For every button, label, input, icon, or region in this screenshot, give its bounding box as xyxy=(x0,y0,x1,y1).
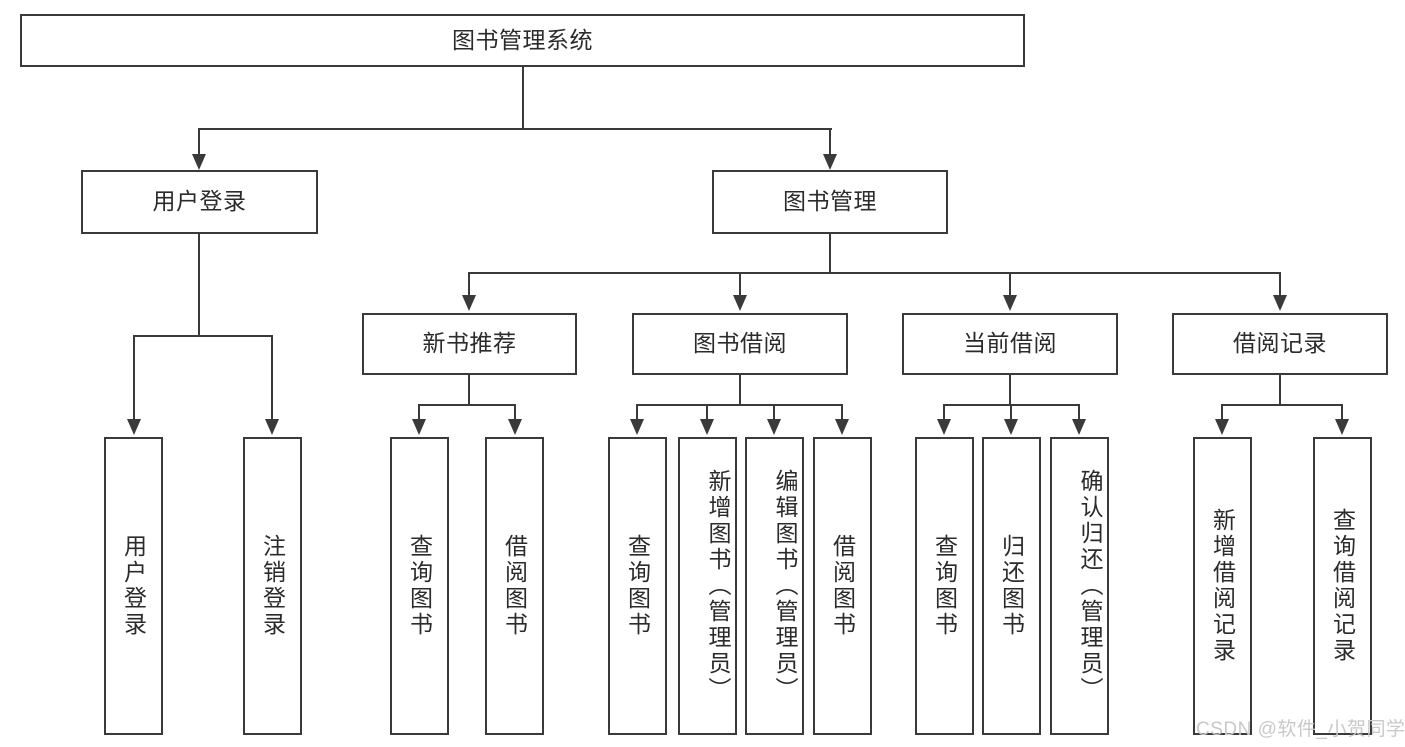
connector-user-login-to-leaf-logout xyxy=(271,335,273,421)
arrow-down-icon xyxy=(767,419,781,435)
connector-new-book-rec-trunk xyxy=(468,375,470,404)
node-label: 新增图书（管理员） xyxy=(705,469,731,703)
leaf-logout[interactable]: 注销登录 xyxy=(243,437,302,735)
leaf-add-book-admin[interactable]: 新增图书（管理员） xyxy=(678,437,737,735)
connector-book-manage-to-new-book-rec xyxy=(468,272,470,297)
connector-book-borrow-to-add xyxy=(706,404,708,421)
node-label: 新增借阅记录 xyxy=(1209,508,1236,664)
node-current-borrow[interactable]: 当前借阅 xyxy=(902,313,1118,375)
connector-borrow-record-to-query xyxy=(1341,404,1343,421)
arrow-down-icon xyxy=(265,419,279,435)
arrow-down-icon xyxy=(1003,295,1017,311)
arrow-down-icon xyxy=(835,419,849,435)
arrow-down-icon xyxy=(700,419,714,435)
node-label: 图书借阅 xyxy=(693,330,787,357)
connector-root-to-book-manage xyxy=(829,128,831,156)
arrow-down-icon xyxy=(462,295,476,311)
connector-borrow-record-trunk xyxy=(1279,375,1281,404)
node-label: 用户登录 xyxy=(152,188,247,215)
node-label: 查询借阅记录 xyxy=(1329,508,1356,664)
arrow-down-icon xyxy=(1004,419,1018,435)
connector-current-borrow-to-confirm xyxy=(1078,404,1080,421)
node-user-login[interactable]: 用户登录 xyxy=(81,170,318,234)
connector-book-borrow-to-borrow xyxy=(841,404,843,421)
connector-current-borrow-to-return xyxy=(1010,404,1012,421)
connector-book-borrow-to-edit xyxy=(773,404,775,421)
arrow-down-icon xyxy=(1335,419,1349,435)
connector-borrow-record-to-add xyxy=(1221,404,1223,421)
connector-root-to-user-login xyxy=(198,128,200,156)
node-label: 图书管理 xyxy=(783,188,877,215)
node-label: 归还图书 xyxy=(998,534,1025,638)
leaf-query-borrow-record[interactable]: 查询借阅记录 xyxy=(1313,437,1372,735)
node-root-system[interactable]: 图书管理系统 xyxy=(20,14,1025,67)
arrow-down-icon xyxy=(127,419,141,435)
leaf-confirm-return-admin[interactable]: 确认归还（管理员） xyxy=(1050,437,1109,735)
connector-root-trunk xyxy=(522,67,524,128)
node-label: 图书管理系统 xyxy=(452,26,593,53)
leaf-edit-book-admin[interactable]: 编辑图书（管理员） xyxy=(745,437,804,735)
leaf-query-book-current[interactable]: 查询图书 xyxy=(915,437,974,735)
node-label: 注销登录 xyxy=(259,534,286,638)
connector-user-login-to-leaf-login xyxy=(133,335,135,421)
node-label: 确认归还（管理员） xyxy=(1077,469,1103,703)
leaf-return-book[interactable]: 归还图书 xyxy=(982,437,1041,735)
connector-new-book-rec-to-query xyxy=(418,404,420,421)
arrow-down-icon xyxy=(508,419,522,435)
connector-new-book-rec-to-borrow xyxy=(514,404,516,421)
arrow-down-icon xyxy=(733,295,747,311)
connector-book-manage-to-book-borrow xyxy=(739,272,741,297)
arrow-down-icon xyxy=(1273,295,1287,311)
node-book-borrow[interactable]: 图书借阅 xyxy=(632,313,848,375)
node-label: 当前借阅 xyxy=(963,330,1057,357)
arrow-down-icon xyxy=(630,419,644,435)
arrow-down-icon xyxy=(1215,419,1229,435)
leaf-borrow-book-recommend[interactable]: 借阅图书 xyxy=(485,437,544,735)
node-label: 借阅图书 xyxy=(501,534,528,638)
arrow-down-icon xyxy=(1072,419,1086,435)
node-borrow-record[interactable]: 借阅记录 xyxy=(1172,313,1388,375)
connector-current-borrow-trunk xyxy=(1009,375,1011,404)
leaf-borrow-book-borrow[interactable]: 借阅图书 xyxy=(813,437,872,735)
node-label: 查询图书 xyxy=(931,534,958,638)
node-label: 借阅图书 xyxy=(829,534,856,638)
node-label: 用户登录 xyxy=(120,534,147,638)
leaf-user-login[interactable]: 用户登录 xyxy=(104,437,163,735)
connector-borrow-record-bus xyxy=(1221,404,1343,406)
connector-user-login-trunk xyxy=(198,234,200,335)
leaf-add-borrow-record[interactable]: 新增借阅记录 xyxy=(1193,437,1252,735)
arrow-down-icon xyxy=(192,154,206,170)
arrow-down-icon xyxy=(937,419,951,435)
node-label: 查询图书 xyxy=(624,534,651,638)
connector-book-manage-bus xyxy=(468,272,1280,274)
connector-new-book-rec-bus xyxy=(418,404,516,406)
node-label: 编辑图书（管理员） xyxy=(772,469,798,703)
watermark-text: CSDN @软件_小贺同学 xyxy=(1196,719,1405,740)
node-label: 借阅记录 xyxy=(1233,330,1327,357)
connector-book-manage-to-current-borrow xyxy=(1009,272,1011,297)
connector-book-borrow-to-query xyxy=(636,404,638,421)
connector-book-borrow-trunk xyxy=(739,375,741,404)
node-new-book-recommend[interactable]: 新书推荐 xyxy=(362,313,577,375)
connector-root-bus xyxy=(198,128,832,130)
connector-book-manage-to-borrow-record xyxy=(1279,272,1281,297)
leaf-query-book-recommend[interactable]: 查询图书 xyxy=(390,437,449,735)
leaf-query-book-borrow[interactable]: 查询图书 xyxy=(608,437,667,735)
connector-book-borrow-bus xyxy=(636,404,842,406)
connector-book-manage-trunk xyxy=(829,234,831,272)
arrow-down-icon xyxy=(823,154,837,170)
node-label: 新书推荐 xyxy=(422,330,517,357)
arrow-down-icon xyxy=(412,419,426,435)
node-label: 查询图书 xyxy=(406,534,433,638)
node-book-management[interactable]: 图书管理 xyxy=(712,170,948,234)
connector-current-borrow-to-query xyxy=(943,404,945,421)
connector-user-login-bus xyxy=(133,335,273,337)
